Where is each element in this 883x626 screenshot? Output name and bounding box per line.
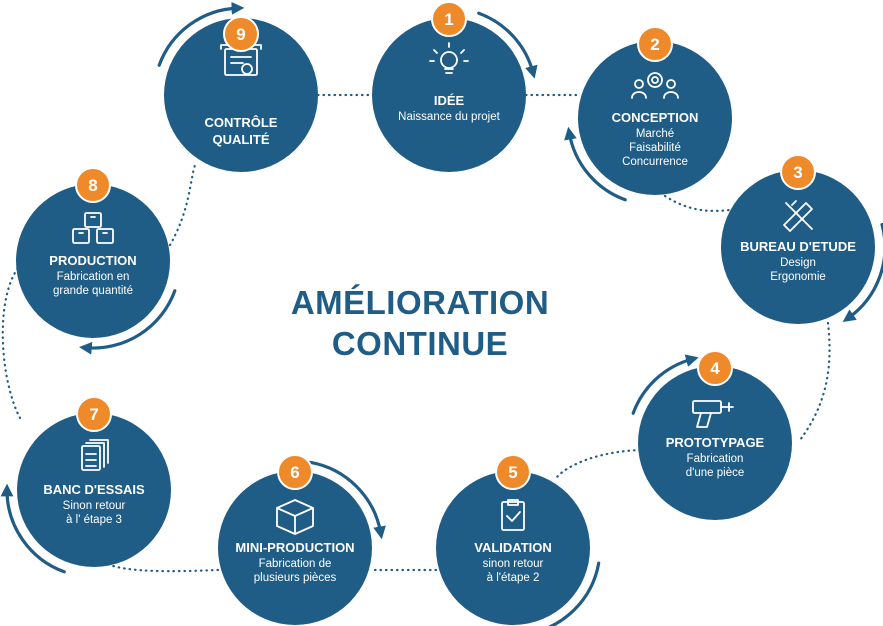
step-number: 2 xyxy=(650,35,659,54)
step-number: 4 xyxy=(710,359,720,378)
step-subtitle: Marché xyxy=(636,128,674,140)
team-gear-icon xyxy=(631,72,679,99)
step-subtitle: grande quantité xyxy=(53,285,133,297)
step-circle xyxy=(16,184,170,338)
step-number: 6 xyxy=(290,463,299,482)
drill-icon xyxy=(692,400,734,428)
dotted-connector xyxy=(553,448,642,482)
clipboard-check-icon xyxy=(501,499,525,531)
cycle-arrow xyxy=(79,289,177,355)
step-node-5: VALIDATION sinon retour à l'étape 2 5 xyxy=(436,454,590,625)
boxes-icon xyxy=(72,212,114,244)
step-subtitle: à l' étape 3 xyxy=(66,514,122,526)
step-subtitle: sinon retour xyxy=(483,558,544,570)
step-title: QUALITÉ xyxy=(212,132,269,147)
step-subtitle: Fabrication en xyxy=(57,271,130,283)
step-number-badge: 5 xyxy=(495,454,531,490)
step-title: MINI-PRODUCTION xyxy=(235,540,354,555)
cycle-arrow xyxy=(547,561,601,626)
step-subtitle: d'une pièce xyxy=(686,467,744,479)
step-title: CONTRÔLE xyxy=(205,115,278,130)
step-subtitle: Fabrication xyxy=(687,453,744,465)
pencil-ruler-icon xyxy=(783,200,813,232)
center-title-line-1: AMÉLIORATION xyxy=(290,284,550,321)
cycle-arrow xyxy=(157,1,245,67)
cycle-arrow xyxy=(631,354,699,415)
step-number-badge: 1 xyxy=(431,1,467,37)
step-subtitle: Design xyxy=(780,257,816,269)
step-title: BUREAU D'ETUDE xyxy=(740,239,856,254)
center-title-line-2: CONTINUE xyxy=(331,325,509,362)
step-number: 3 xyxy=(793,163,802,182)
step-circle xyxy=(164,18,318,172)
step-number-badge: 6 xyxy=(277,454,313,490)
step-subtitle: à l'étape 2 xyxy=(487,572,540,584)
step-node-8: PRODUCTION Fabrication en grande quantité 8 xyxy=(16,167,170,338)
box-icon xyxy=(276,499,314,535)
step-number: 9 xyxy=(236,25,245,44)
documents-icon xyxy=(81,439,109,471)
step-subtitle: Faisabilité xyxy=(629,142,681,154)
step-circle xyxy=(17,413,171,567)
step-number-badge: 4 xyxy=(697,350,733,386)
cycle-arrow xyxy=(308,460,386,540)
step-number: 5 xyxy=(508,463,517,482)
center-title: AMÉLIORATION CONTINUE xyxy=(250,282,590,364)
cycle-arrow xyxy=(477,11,538,79)
step-circle xyxy=(436,471,590,625)
step-number-badge: 9 xyxy=(223,16,259,52)
cycle-arrow xyxy=(842,222,883,322)
step-circle xyxy=(721,170,875,324)
lightbulb-icon xyxy=(429,42,469,74)
step-number-badge: 2 xyxy=(637,26,673,62)
dotted-connector xyxy=(1,266,22,420)
dotted-connectors xyxy=(1,93,831,573)
step-subtitle: plusieurs pièces xyxy=(254,572,337,584)
step-node-4: PROTOTYPAGE Fabrication d'une pièce 4 xyxy=(638,350,792,520)
step-node-7: BANC D'ESSAIS Sinon retour à l' étape 3 7 xyxy=(17,396,171,567)
step-node-1: IDÉE Naissance du projet 1 xyxy=(372,1,526,172)
step-number: 8 xyxy=(88,176,97,195)
step-node-9: CONTRÔLE QUALITÉ 9 xyxy=(164,16,318,172)
step-title: BANC D'ESSAIS xyxy=(43,482,145,497)
step-number: 1 xyxy=(444,10,453,29)
cycle-arrow xyxy=(564,126,627,202)
step-subtitle: Concurrence xyxy=(622,156,688,168)
step-title: CONCEPTION xyxy=(612,110,699,125)
dotted-connector xyxy=(663,194,732,212)
step-title: PRODUCTION xyxy=(49,253,136,268)
step-title: PROTOTYPAGE xyxy=(666,435,765,450)
step-number-badge: 7 xyxy=(76,396,112,432)
step-subtitle: Ergonomie xyxy=(770,271,826,283)
cycle-arrow xyxy=(0,483,66,574)
step-subtitle: Naissance du projet xyxy=(398,111,500,123)
step-circle xyxy=(218,471,372,625)
dotted-connector xyxy=(168,163,197,247)
dotted-connector xyxy=(798,321,831,442)
step-title: IDÉE xyxy=(434,93,465,108)
step-title: VALIDATION xyxy=(474,540,552,555)
step-circle xyxy=(638,366,792,520)
step-number-badge: 3 xyxy=(780,154,816,190)
step-number-badge: 8 xyxy=(75,167,111,203)
step-subtitle: Fabrication de xyxy=(259,558,332,570)
dotted-connector xyxy=(108,563,220,573)
step-circle xyxy=(372,18,526,172)
step-subtitle: Sinon retour xyxy=(63,500,126,512)
step-circle xyxy=(578,41,732,195)
step-node-6: MINI-PRODUCTION Fabrication de plusieurs p… xyxy=(218,454,372,625)
step-number: 7 xyxy=(89,405,98,424)
